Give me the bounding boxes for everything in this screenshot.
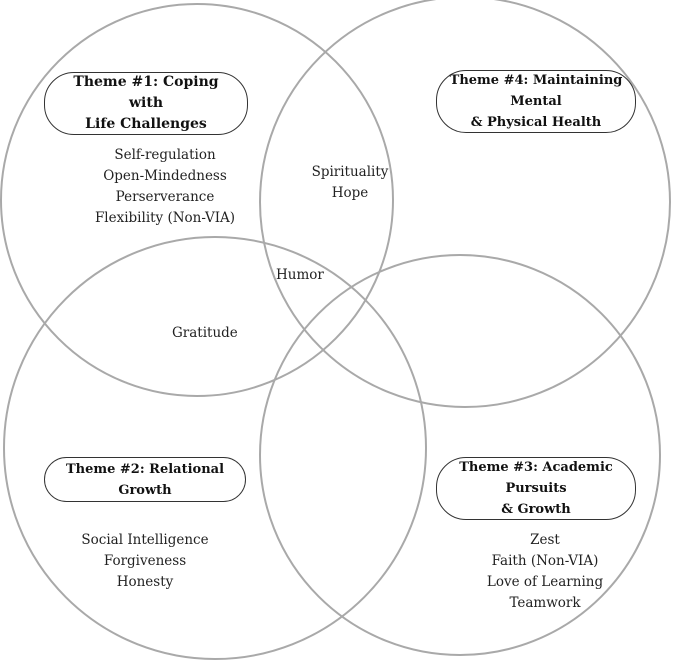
theme-1-label: Theme #1: Coping with Life Challenges bbox=[44, 72, 248, 135]
strength-item: Perserverance bbox=[115, 189, 215, 205]
strength-item: Zest bbox=[530, 532, 560, 548]
strength-item: Open-Mindedness bbox=[103, 168, 227, 184]
strength-item: Self-regulation bbox=[114, 147, 216, 163]
theme-2-label: Theme #2: Relational Growth bbox=[44, 457, 246, 502]
theme-1-4-overlap-strengths: Spirituality Hope bbox=[290, 162, 410, 204]
circle-theme-4 bbox=[259, 0, 671, 408]
theme-1-strengths: Self-regulation Open-Mindedness Perserve… bbox=[70, 145, 260, 229]
theme-4-label: Theme #4: Maintaining Mental & Physical … bbox=[436, 70, 636, 133]
circle-theme-3 bbox=[259, 254, 661, 656]
strength-item: Love of Learning bbox=[486, 574, 604, 590]
theme-2-strengths: Social Intelligence Forgiveness Honesty bbox=[50, 530, 240, 593]
theme-3-label: Theme #3: Academic Pursuits & Growth bbox=[436, 457, 636, 520]
strength-item: Flexibility (Non-VIA) bbox=[94, 210, 236, 226]
strength-item: Teamwork bbox=[509, 595, 581, 611]
center-overlap-strength: Humor bbox=[276, 267, 324, 283]
theme-1-2-overlap-strength: Gratitude bbox=[172, 325, 238, 341]
strength-item: Forgiveness bbox=[103, 553, 187, 569]
strength-item: Honesty bbox=[116, 574, 174, 590]
theme-3-strengths: Zest Faith (Non-VIA) Love of Learning Te… bbox=[450, 530, 640, 614]
circle-theme-1 bbox=[0, 3, 394, 397]
strength-item: Spirituality bbox=[311, 164, 389, 180]
circle-theme-2 bbox=[3, 236, 427, 660]
strength-item: Social Intelligence bbox=[81, 532, 209, 548]
strength-item: Hope bbox=[331, 185, 369, 201]
strength-item: Faith (Non-VIA) bbox=[491, 553, 599, 569]
